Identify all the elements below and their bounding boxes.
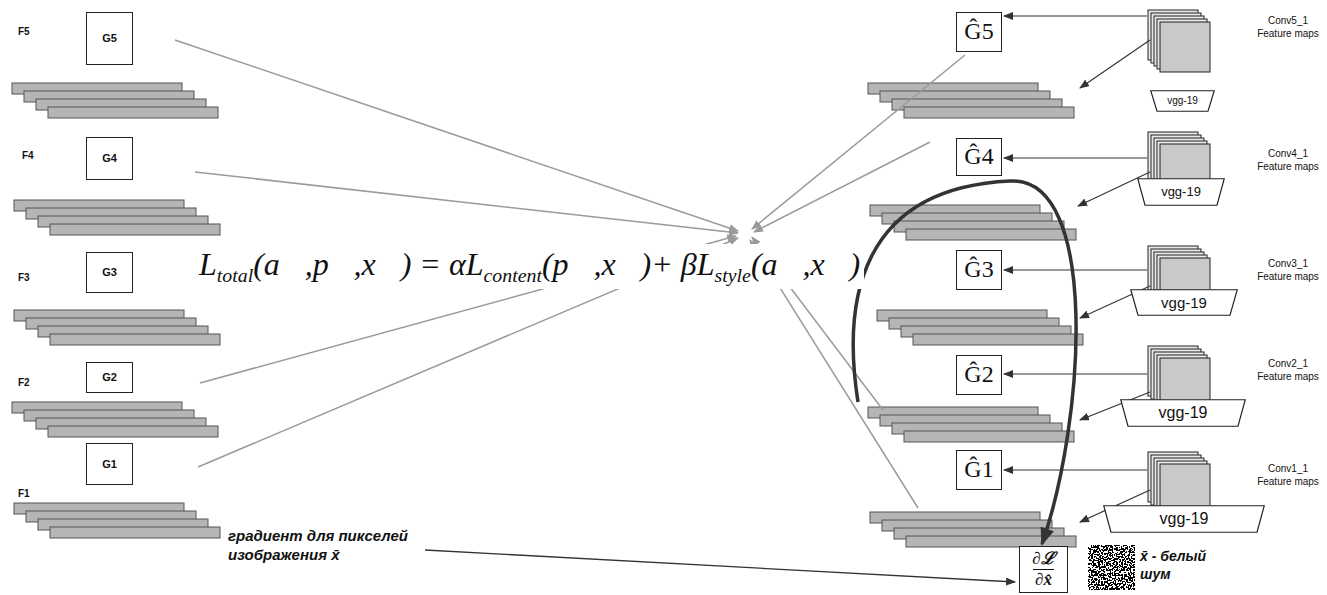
vgg-trapezoid: vgg-19	[1120, 399, 1246, 427]
vgg-trapezoid: vgg-19	[1130, 289, 1238, 316]
gram-label: G5	[102, 32, 117, 45]
gram-label: Ĝ5	[964, 18, 993, 46]
feature-stack	[12, 402, 218, 437]
loss-lines	[175, 40, 965, 508]
gram-hat-box: Ĝ2	[956, 355, 1002, 395]
gradient-box: ∂ℒ∂x̂	[1019, 546, 1068, 593]
gram-label: Ĝ3	[964, 256, 993, 284]
feature-stack	[14, 200, 220, 235]
noise-image	[1088, 545, 1135, 590]
feature-stack	[14, 310, 220, 345]
gram-box: G4	[86, 137, 133, 180]
layer-name: F1	[18, 488, 30, 501]
layer-caption: Conv2_1 Feature maps	[1253, 358, 1323, 383]
network-name: vgg-19	[1161, 185, 1201, 200]
trapezoid-shape	[1104, 506, 1265, 533]
loss-line	[750, 240, 918, 508]
gram-label: Ĝ1	[964, 456, 993, 484]
layer-name: F4	[22, 150, 34, 163]
layer-caption: Conv5_1 Feature maps	[1253, 15, 1323, 40]
network-name: vgg-19	[1167, 95, 1198, 107]
loss-formula: Ltotal(a⃗,p⃗,x⃗) = αLcontent(p⃗,x⃗)+ βLs…	[195, 244, 864, 289]
feature-maps-cube	[1148, 346, 1210, 408]
gram-label: G1	[102, 458, 117, 471]
vgg-trapezoid: vgg-19	[1103, 505, 1265, 533]
feature-arrow	[1004, 269, 1147, 270]
formula-term: (a⃗,p⃗,x⃗) = αL	[253, 246, 483, 282]
formula-subscript: total	[217, 264, 253, 286]
formula-term: (a⃗,x⃗)	[751, 246, 860, 282]
feature-arrows	[1004, 16, 1150, 522]
feature-arrow	[1004, 469, 1147, 470]
gram-hat-box: Ĝ1	[956, 450, 1002, 490]
gradient-note: градиент для пикселей изображения x̄	[228, 527, 424, 565]
gram-box: G2	[86, 362, 133, 393]
gram-hat-box: Ĝ3	[956, 250, 1002, 290]
gram-box: G5	[86, 12, 133, 65]
trapezoid-shape	[1131, 290, 1238, 316]
layer-name: F3	[18, 272, 30, 285]
trapezoid-shape	[1138, 179, 1225, 206]
feature-stack	[870, 205, 1076, 240]
gram-label: Ĝ2	[964, 361, 993, 389]
feature-maps-cube	[1148, 452, 1210, 514]
feature-arrow	[1004, 15, 1147, 16]
leader-arrow	[425, 550, 1015, 582]
gram-box: G1	[86, 443, 133, 485]
loss-line	[200, 236, 736, 383]
feature-stack	[12, 83, 218, 118]
gram-label: G4	[102, 152, 117, 165]
loss-line	[754, 142, 930, 232]
trapezoid-shape	[1151, 91, 1215, 112]
gradient-term: ∂ℒ	[1032, 549, 1054, 569]
feature-arrow	[1080, 40, 1150, 88]
formula-subscript: style	[715, 264, 751, 286]
layer-caption: Conv1_1 Feature maps	[1253, 463, 1323, 488]
formula-subscript: content	[484, 264, 542, 286]
network-name: vgg-19	[1160, 510, 1209, 528]
gram-hat-box: Ĝ4	[956, 138, 1002, 176]
network-name: vgg-19	[1159, 404, 1208, 422]
loss-line	[752, 55, 965, 229]
vgg-trapezoid: vgg-19	[1137, 178, 1225, 206]
gram-label: G2	[102, 371, 117, 384]
feature-arrow	[1004, 157, 1147, 158]
loss-line	[175, 40, 738, 231]
feature-stack	[868, 83, 1074, 118]
loss-line	[195, 172, 738, 233]
feature-maps-cube	[1148, 10, 1210, 72]
feature-stack	[877, 310, 1083, 345]
feature-arrow	[1078, 172, 1150, 206]
layer-caption: Conv3_1 Feature maps	[1253, 258, 1323, 283]
network-name: vgg-19	[1161, 294, 1207, 311]
gradient-term: ∂x̂	[1033, 569, 1054, 590]
layer-name: F2	[18, 377, 30, 390]
loss-line	[198, 238, 738, 467]
formula-term: L	[199, 246, 217, 282]
backprop-arrow	[853, 181, 1076, 544]
layer-name: F5	[18, 26, 30, 39]
noise-note: x̄ - белый шум	[1140, 548, 1228, 583]
gram-hat-box: Ĝ5	[956, 12, 1002, 52]
gram-label: G3	[102, 266, 117, 279]
gram-box: G3	[86, 252, 133, 293]
formula-term: (p⃗,x⃗)+ βL	[542, 246, 715, 282]
trapezoid-shape	[1121, 400, 1246, 427]
feature-stack	[868, 407, 1074, 442]
vgg-trapezoid: vgg-19	[1150, 90, 1215, 112]
layer-caption: Conv4_1 Feature maps	[1253, 148, 1323, 173]
feature-stack	[14, 503, 220, 538]
gram-label: Ĝ4	[964, 143, 993, 171]
